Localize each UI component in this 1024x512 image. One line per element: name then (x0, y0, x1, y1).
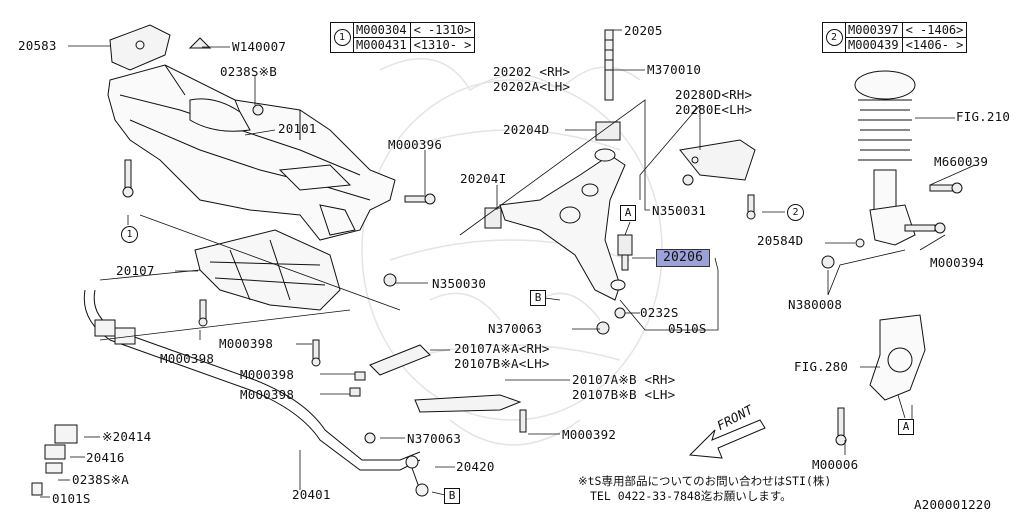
part-label-m370010[interactable]: M370010 (647, 62, 702, 77)
part-label-20416[interactable]: 20416 (86, 450, 125, 465)
contact-note-line1: ※tS専用部品についてのお問い合わせはSTI(株) (578, 474, 832, 488)
legend-code[interactable]: M000439 (845, 38, 903, 52)
part-label-20107b-a[interactable]: 20107B※A<LH> (454, 356, 550, 371)
part-label-20101[interactable]: 20101 (278, 121, 317, 136)
part-label-m00006[interactable]: M00006 (812, 457, 859, 472)
part-label-w140007[interactable]: W140007 (232, 39, 287, 54)
legend-range: <1406- > (905, 38, 964, 52)
part-label-20583[interactable]: 20583 (18, 38, 57, 53)
tension-rod-lower (414, 394, 522, 413)
ref-circle-2[interactable]: 2 (787, 204, 804, 221)
part-label-20584d[interactable]: 20584D (757, 233, 804, 248)
ref-square-a[interactable]: A (620, 205, 636, 221)
part-label-20107[interactable]: 20107 (116, 263, 155, 278)
part-label-20280d[interactable]: 20280D<RH> (675, 87, 753, 102)
part-label-20107a-a[interactable]: 20107A※A<RH> (454, 341, 550, 356)
part-label-20107a-b[interactable]: 20107A※B <RH> (572, 372, 676, 387)
part-label-n380008[interactable]: N380008 (788, 297, 843, 312)
ref-square-b[interactable]: B (444, 488, 460, 504)
bolt-20205 (604, 29, 614, 101)
ref-square-b[interactable]: B (530, 290, 546, 306)
part-label-20420[interactable]: 20420 (456, 459, 495, 474)
part-label-0232s[interactable]: 0232S (640, 305, 679, 320)
part-label-20202[interactable]: 20202 <RH> (493, 64, 571, 79)
part-label-20107b-b[interactable]: 20107B※B <LH> (572, 387, 676, 402)
part-label-m000398[interactable]: M000398 (160, 351, 215, 366)
part-label-20401[interactable]: 20401 (292, 487, 331, 502)
part-label-m000392[interactable]: M000392 (562, 427, 617, 442)
part-label-n350030[interactable]: N350030 (432, 276, 487, 291)
tension-rod-upper (369, 344, 431, 376)
legend-range: < -1406> (902, 23, 967, 38)
stabilizer-bar-20401 (83, 289, 421, 471)
part-label-0238s-a[interactable]: 0238S※A (72, 472, 130, 487)
part-label-20280e[interactable]: 20280E<LH> (675, 102, 753, 117)
part-label-20414[interactable]: ※20414 (102, 429, 152, 444)
legend-code[interactable]: M000304 (353, 23, 411, 38)
fig-ref-280[interactable]: FIG.280 (794, 359, 849, 374)
contact-note-line2: TEL 0422-33-7848迄お願いします。 (590, 489, 792, 503)
part-label-0238s-b[interactable]: 0238S※B (220, 64, 278, 79)
bushing-and-clamp (31, 424, 78, 496)
lower-arm-20202 (499, 148, 626, 301)
bolts (122, 37, 963, 446)
part-label-20206-highlighted[interactable]: 20206 (656, 249, 711, 267)
front-arrow (688, 419, 766, 459)
part-label-0510s[interactable]: 0510S (668, 321, 707, 336)
bracket-20583 (109, 24, 171, 71)
part-label-n370063[interactable]: N370063 (488, 321, 543, 336)
knuckle-fig280 (869, 314, 926, 401)
ref-circle-1[interactable]: 1 (121, 226, 138, 243)
bracket-20280 (679, 139, 756, 181)
leader-lines (40, 29, 976, 498)
ball-joint-20206 (617, 234, 633, 271)
legend-code[interactable]: M000397 (845, 23, 903, 38)
bushing-20204i (484, 207, 502, 229)
strut-assembly (854, 70, 916, 246)
bushing-20204d (595, 121, 621, 141)
part-label-m000398[interactable]: M000398 (219, 336, 274, 351)
legend-range: < -1310> (410, 23, 475, 38)
part-label-20202a[interactable]: 20202A<LH> (493, 79, 571, 94)
diagram-id: A200001220 (914, 497, 992, 512)
part-label-m000398[interactable]: M000398 (240, 367, 295, 382)
legend-code[interactable]: M000431 (353, 38, 411, 52)
part-label-m660039[interactable]: M660039 (934, 154, 989, 169)
part-label-0101s[interactable]: 0101S (52, 491, 91, 506)
legend-marker-1: 1 (331, 23, 354, 52)
fig-ref-210[interactable]: FIG.210 (956, 109, 1011, 124)
part-label-20205[interactable]: 20205 (624, 23, 663, 38)
part-label-20204i[interactable]: 20204I (460, 171, 507, 186)
part-label-n350031[interactable]: N350031 (652, 203, 707, 218)
part-label-n370063[interactable]: N370063 (407, 431, 462, 446)
stabilizer-link-20420 (405, 455, 429, 497)
part-label-m000394[interactable]: M000394 (930, 255, 985, 270)
part-label-m000398[interactable]: M000398 (240, 387, 295, 402)
ref-square-a[interactable]: A (898, 419, 914, 435)
legend-box-2: 2 M000397 < -1406> M000439 <1406- > (822, 22, 968, 53)
part-label-m000396[interactable]: M000396 (388, 137, 443, 152)
legend-box-1: 1 M000304 < -1310> M000431 <1310- > (330, 22, 476, 53)
legend-range: <1310- > (413, 38, 472, 52)
legend-marker-2: 2 (823, 23, 846, 52)
front-crossmember (107, 64, 396, 241)
part-label-20204d[interactable]: 20204D (503, 122, 550, 137)
under-plate-20107 (194, 229, 341, 311)
